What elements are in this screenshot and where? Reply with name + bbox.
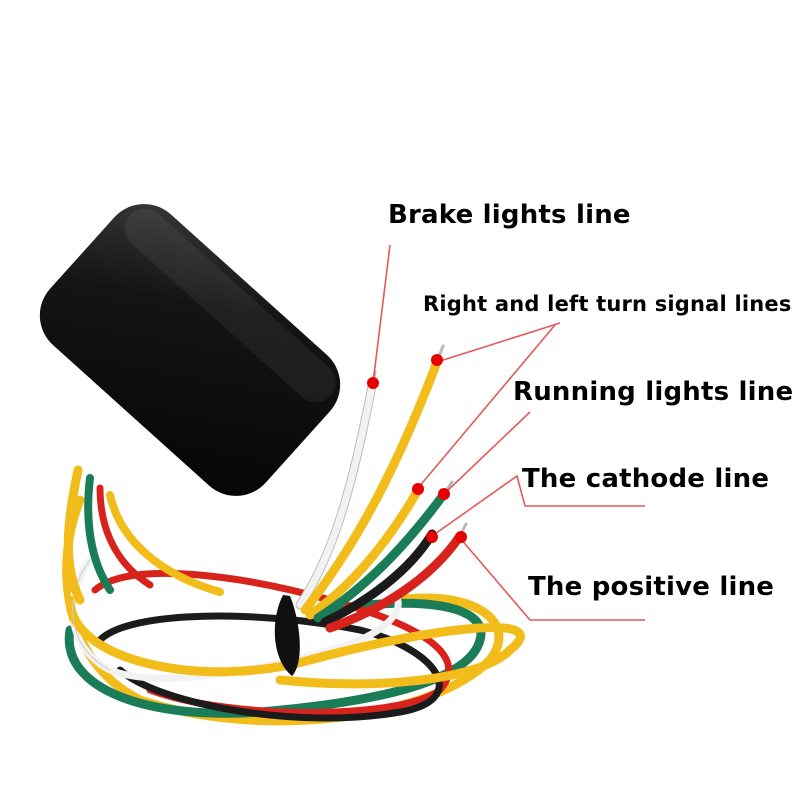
- label-brake-lights-line: Brake lights line: [388, 200, 631, 230]
- callout-turn-2: [417, 324, 556, 489]
- dot-positive: [455, 531, 467, 543]
- loop-red: [91, 569, 453, 716]
- wire-tails: [295, 357, 465, 633]
- dot-brake: [367, 377, 379, 389]
- dot-running: [438, 488, 450, 500]
- wire-yellow-long: [300, 357, 442, 615]
- callout-positive: [459, 537, 645, 621]
- callout-brake: [372, 244, 391, 384]
- wire-black: [320, 529, 437, 627]
- wire-red: [325, 531, 465, 633]
- loop-green: [64, 598, 486, 718]
- callout-cathode: [431, 474, 645, 537]
- wire-tips: [370, 344, 468, 538]
- loop-yellow-inner: [65, 595, 525, 689]
- cable-tie: [274, 595, 300, 676]
- wire-loops: [62, 495, 525, 726]
- label-running-lights-line: Running lights line: [513, 377, 794, 407]
- wire-yellow-short: [305, 485, 423, 620]
- dot-cathode: [426, 531, 438, 543]
- module-body: [39, 204, 341, 496]
- dot-turn-upper: [431, 354, 443, 366]
- callout-running: [443, 411, 531, 495]
- callout-dots: [367, 354, 467, 543]
- label-turn-signal-lines: Right and left turn signal lines: [423, 292, 792, 316]
- label-positive-line: The positive line: [528, 572, 775, 602]
- callout-lines: [372, 244, 645, 621]
- wire-green: [313, 489, 449, 623]
- label-cathode-line: The cathode line: [522, 464, 770, 494]
- dot-turn-lower: [412, 483, 424, 495]
- wire-roots: [63, 465, 224, 605]
- callout-turn: [436, 322, 561, 363]
